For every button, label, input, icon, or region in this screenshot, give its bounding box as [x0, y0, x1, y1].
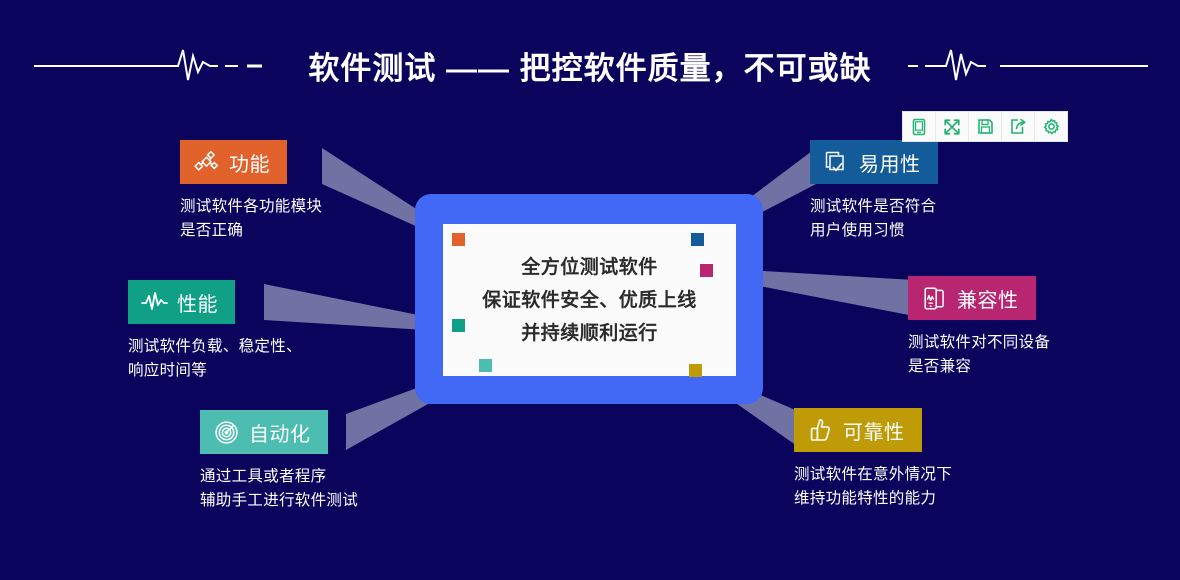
feature-performance[interactable]: 性能 测试软件负载、稳定性、 响应时间等	[128, 280, 302, 383]
mobile-icon	[911, 118, 927, 136]
connector-dot-automation	[479, 359, 492, 372]
connector-dot-function	[452, 233, 465, 246]
feature-label-performance: 性能	[177, 293, 218, 316]
feature-label-compatibility: 兼容性	[957, 289, 1019, 312]
feature-badge-function[interactable]: 功能	[180, 140, 287, 184]
feature-label-function: 功能	[229, 153, 270, 176]
nodes-diamond-icon	[193, 149, 220, 176]
feature-label-automation: 自动化	[249, 423, 311, 446]
connector-dot-compatibility	[700, 264, 713, 277]
feature-automation[interactable]: 自动化 通过工具或者程序 辅助手工进行软件测试	[200, 410, 358, 513]
feature-badge-automation[interactable]: 自动化	[200, 410, 328, 454]
connector-dot-usability	[691, 233, 704, 246]
gear-icon	[1043, 118, 1060, 135]
fullscreen-button[interactable]	[936, 112, 969, 141]
page-title: 软件测试 —— 把控软件质量，不可或缺	[308, 50, 872, 86]
pulse-wave-icon	[141, 289, 168, 316]
floating-toolbar[interactable]	[903, 112, 1067, 141]
feature-compatibility[interactable]: 兼容性 测试软件对不同设备 是否兼容	[908, 276, 1050, 379]
settings-button[interactable]	[1035, 112, 1067, 141]
feature-badge-reliability[interactable]: 可靠性	[794, 408, 922, 452]
feature-desc-usability: 测试软件是否符合 用户使用习惯	[810, 198, 937, 240]
expand-arrows-icon	[943, 118, 961, 136]
feature-label-reliability: 可靠性	[843, 421, 905, 444]
thumbs-up-icon	[807, 417, 834, 444]
save-button[interactable]	[969, 112, 1002, 141]
center-line-3: 并持续顺利运行	[521, 322, 658, 344]
feature-usability[interactable]: 易用性 测试软件是否符合 用户使用习惯	[810, 140, 938, 243]
ribbon-performance	[264, 284, 458, 332]
document-check-icon	[823, 149, 850, 176]
connector-dot-performance	[452, 319, 465, 332]
center-panel-card: 全方位测试软件 保证软件安全、优质上线 并持续顺利运行	[443, 224, 736, 376]
feature-desc-performance: 测试软件负载、稳定性、 响应时间等	[128, 338, 302, 380]
feature-badge-performance[interactable]: 性能	[128, 280, 235, 324]
feature-badge-usability[interactable]: 易用性	[810, 140, 938, 184]
devices-icon	[921, 285, 948, 312]
floppy-disk-icon	[977, 118, 994, 135]
share-button[interactable]	[1002, 112, 1035, 141]
connector-dot-reliability	[689, 364, 702, 377]
feature-label-usability: 易用性	[859, 153, 921, 176]
center-line-1: 全方位测试软件	[521, 256, 658, 278]
slide-header: 软件测试 —— 把控软件质量，不可或缺	[0, 32, 1180, 98]
feature-desc-compatibility: 测试软件对不同设备 是否兼容	[908, 334, 1051, 376]
mobile-preview-button[interactable]	[903, 112, 936, 141]
center-line-2: 保证软件安全、优质上线	[482, 289, 697, 311]
feature-desc-function: 测试软件各功能模块 是否正确	[180, 198, 323, 240]
feature-function[interactable]: 功能 测试软件各功能模块 是否正确	[180, 140, 322, 243]
feature-badge-compatibility[interactable]: 兼容性	[908, 276, 1036, 320]
feature-desc-reliability: 测试软件在意外情况下 维持功能特性的能力	[794, 466, 953, 508]
feature-desc-automation: 通过工具或者程序 辅助手工进行软件测试	[200, 468, 359, 510]
share-export-icon	[1010, 118, 1027, 135]
spiral-target-icon	[213, 419, 240, 446]
ribbon-compatibility	[713, 268, 914, 316]
header-decoration	[34, 49, 1148, 81]
feature-reliability[interactable]: 可靠性 测试软件在意外情况下 维持功能特性的能力	[794, 408, 952, 511]
